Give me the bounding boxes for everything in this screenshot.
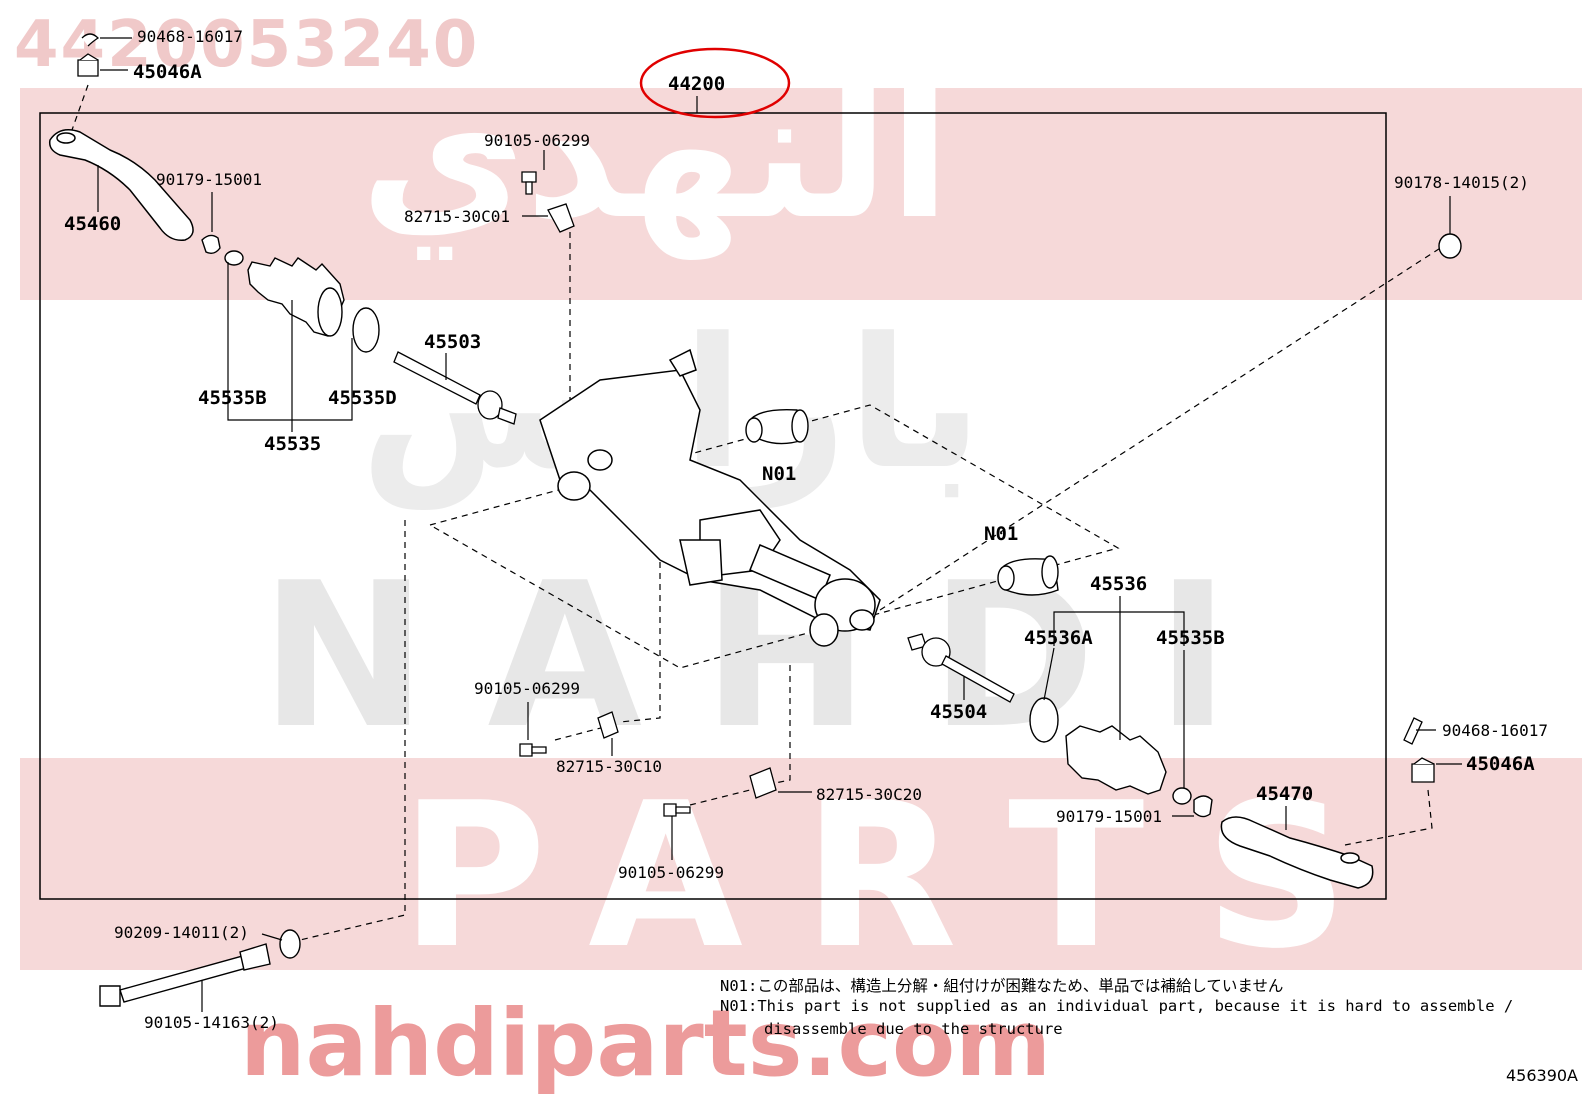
watermark-arabic-brand: النهدي (360, 50, 951, 259)
label-bolt-low: 90105-06299 (618, 863, 724, 882)
label-tie-rod-end-r: 45470 (1256, 783, 1313, 805)
assembly-frame (39, 112, 1387, 900)
bushing-top (745, 408, 809, 445)
watermark-url: nahdiparts.com (240, 990, 1052, 1097)
label-ring-r: 90179-15001 (1056, 807, 1162, 826)
label-nut-tl: 45046A (133, 61, 202, 83)
clip-icon-right (1403, 717, 1435, 783)
label-bracket-low: 82715-30C20 (816, 785, 922, 804)
clip-icon-left (77, 33, 100, 77)
steering-gear-housing (539, 348, 881, 647)
label-clamp-l: 45535B (198, 387, 267, 409)
tie-rod-end-right (1220, 816, 1374, 889)
label-bolt-mid: 90105-06299 (474, 679, 580, 698)
diagram-code: 456390A (1505, 1066, 1578, 1085)
label-clamp-r: 45536A (1024, 627, 1093, 649)
highlight-circle (639, 47, 791, 119)
label-rack-end-r: 45504 (930, 701, 987, 723)
boot-left (247, 257, 380, 353)
label-bushing-2: N01 (984, 523, 1018, 545)
long-bolt-icon (99, 943, 271, 1007)
tie-rod-end-left (48, 129, 194, 241)
label-assembly: 44200 (668, 73, 725, 95)
ring-left (201, 234, 244, 266)
label-clamp-r2: 45535B (1156, 627, 1225, 649)
bracket-low-icon (749, 767, 777, 799)
label-long-bolt: 90105-14163(2) (144, 1013, 279, 1032)
rack-end-left (393, 351, 517, 425)
label-bushing-1: N01 (762, 463, 796, 485)
label-bracket-mid: 82715-30C10 (556, 757, 662, 776)
rack-end-right (907, 633, 1015, 703)
label-clamp-l2: 45535D (328, 387, 397, 409)
label-tie-rod-end-l: 45460 (64, 213, 121, 235)
leader-lines (97, 37, 1462, 1012)
label-washer: 90209-14011(2) (114, 923, 249, 942)
label-rack-end-l: 45503 (424, 331, 481, 353)
label-nut-tr: 90178-14015(2) (1394, 173, 1529, 192)
label-bracket-top: 82715-30C01 (404, 207, 510, 226)
label-nut-br: 45046A (1466, 753, 1535, 775)
note-line-1: N01:この部品は、構造上分解・組付けが困難なため、単品では補給していません (720, 977, 1284, 995)
bracket-top-icon (547, 203, 575, 233)
bolt-top-icon (521, 171, 537, 195)
label-boot-kit-l: 45535 (264, 433, 321, 455)
label-ring-l: 90179-15001 (156, 170, 262, 189)
boot-right (1029, 697, 1213, 818)
label-clip-tl: 90468-16017 (137, 27, 243, 46)
bolt-low-icon (663, 803, 691, 817)
label-bolt-top: 90105-06299 (484, 131, 590, 150)
dashed-guides (71, 84, 1446, 941)
nut-top-right-icon (1438, 233, 1462, 259)
note-line-3: disassemble due to the structure (764, 1020, 1063, 1038)
bracket-mid-icon (597, 711, 619, 739)
label-clip-br: 90468-16017 (1442, 721, 1548, 740)
washer-icon (279, 929, 301, 959)
bolt-mid-icon (519, 743, 547, 757)
note-line-2: N01:This part is not supplied as an indi… (720, 997, 1514, 1015)
bushing-bottom (997, 555, 1059, 596)
label-boot-kit-r: 45536 (1090, 573, 1147, 595)
